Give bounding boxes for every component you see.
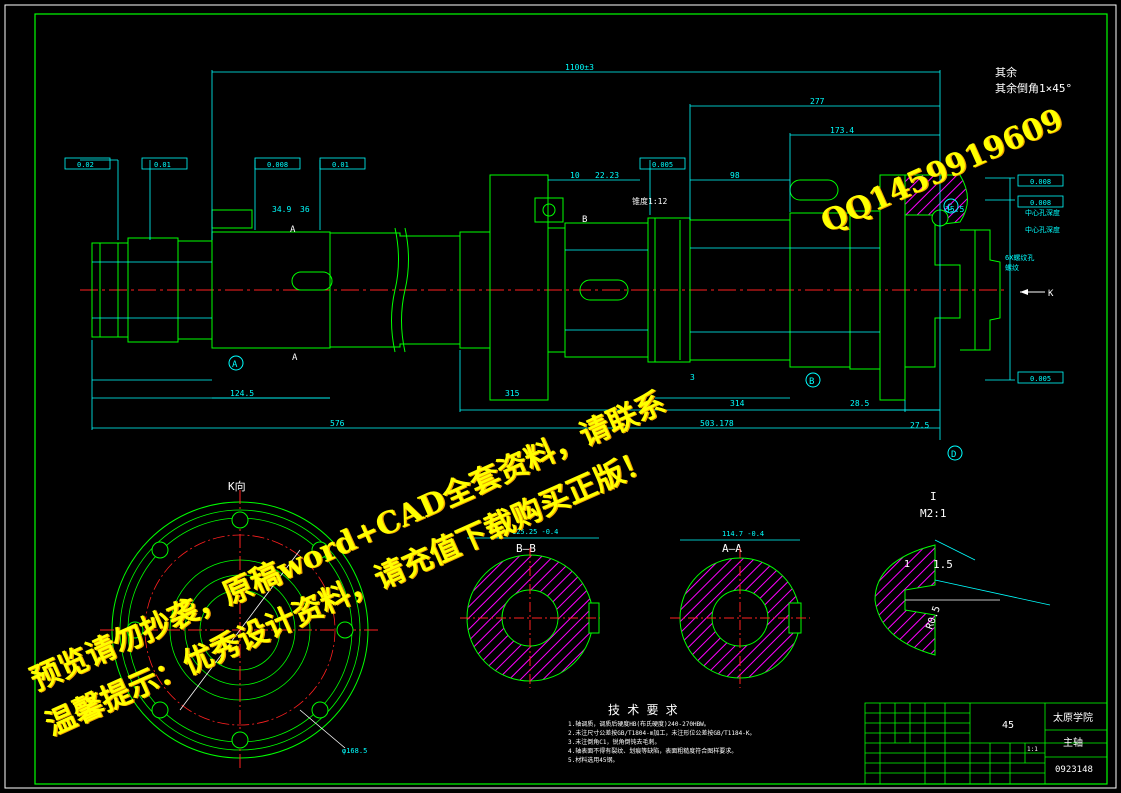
tech-line-3: 3.未注倒角C1，锐角倒钝去毛刺。 bbox=[568, 738, 660, 746]
tech-line-1: 1.轴调质，调质后硬度HB(布氏硬度)240-270HBW。 bbox=[568, 720, 710, 728]
tech-line-2: 2.未注尺寸公差按GB/T1804-m加工，未注形位公差按GB/T1184-K。 bbox=[568, 729, 755, 737]
detail-dim-1: 1 bbox=[904, 559, 910, 570]
cut-markers: B A A K 锥度1:12 其余 其余倒角1×45° bbox=[290, 65, 1072, 363]
dim-285: 28.5 bbox=[850, 399, 869, 408]
surface-note-1: 其余 bbox=[995, 65, 1017, 79]
dim-173: 173.4 bbox=[830, 126, 854, 135]
datum-d-circle bbox=[947, 445, 963, 461]
detail-dim-r05: R0.5 bbox=[924, 605, 943, 631]
tol-text-4: 0.01 bbox=[332, 161, 349, 169]
dim-277: 277 bbox=[810, 97, 825, 106]
dim-10: 10 bbox=[570, 171, 580, 180]
bb-section: B—B 125.25 -0.4 bbox=[460, 528, 600, 688]
dim-124: 124.5 bbox=[230, 389, 254, 398]
dim-503: 503.178 bbox=[700, 419, 734, 428]
tol-text-7: 0.008 bbox=[1030, 199, 1051, 207]
dim-3: 3 bbox=[690, 373, 695, 382]
note-3: 6X螺纹孔 bbox=[1005, 253, 1034, 262]
aa-section: A—A 114.7 -0.4 bbox=[670, 530, 810, 688]
dim-35: 35.5 bbox=[945, 205, 964, 214]
k-arrow-label: K bbox=[1048, 289, 1054, 299]
shaft-main-view bbox=[80, 174, 1005, 401]
surface-note-2: 其余倒角1×45° bbox=[995, 81, 1072, 95]
dim-314: 314 bbox=[730, 399, 745, 408]
detail-dim-15: 1.5 bbox=[933, 558, 953, 571]
k-view-dim: φ168.5 bbox=[342, 747, 367, 755]
dim-27: 27.5 bbox=[910, 421, 929, 430]
datum-b-circle bbox=[805, 372, 821, 388]
tol-text-5: 0.005 bbox=[652, 161, 673, 169]
datum-d: D bbox=[951, 450, 956, 460]
tech-requirements: 技 术 要 求 1.轴调质，调质后硬度HB(布氏硬度)240-270HBW。 2… bbox=[568, 703, 755, 764]
detail-i: I M2:1 1.5 R0.5 1 bbox=[874, 490, 1051, 656]
bb-dim: 125.25 -0.4 bbox=[512, 528, 558, 536]
dim-overall: 1100±3 bbox=[565, 63, 594, 72]
tolerance-frames bbox=[64, 157, 1064, 384]
dim-36: 36 bbox=[300, 205, 310, 214]
title-school: 太原学院 bbox=[1053, 711, 1093, 724]
cut-b-label: B bbox=[582, 215, 587, 225]
tol-text-3: 0.008 bbox=[267, 161, 288, 169]
tol-text-8: 0.005 bbox=[1030, 375, 1051, 383]
dim-576: 576 bbox=[330, 419, 345, 428]
tol-text-6: 0.008 bbox=[1030, 178, 1051, 186]
dim-2223: 22.23 bbox=[595, 171, 619, 180]
tol-text-1: 0.02 bbox=[77, 161, 94, 169]
title-drawing-no: 0923148 bbox=[1055, 765, 1093, 775]
k-view-title: K向 bbox=[228, 479, 246, 493]
outer-frame bbox=[4, 4, 1117, 789]
taper-label: 锥度1:12 bbox=[632, 196, 667, 206]
aa-dim: 114.7 -0.4 bbox=[722, 530, 764, 538]
datum-c-circle bbox=[943, 198, 959, 214]
tech-line-4: 4.轴表面不得有裂纹、划痕等缺陷，表面粗糙度符合图样要求。 bbox=[568, 747, 737, 755]
dimension-lines bbox=[80, 70, 1015, 440]
dim-349: 34.9 bbox=[272, 205, 291, 214]
tol-text-2: 0.01 bbox=[154, 161, 171, 169]
k-view: K向 φ168.5 bbox=[100, 479, 380, 770]
tech-line-5: 5.材料选用45钢。 bbox=[568, 756, 618, 764]
aa-title: A—A bbox=[722, 542, 742, 555]
inner-frame bbox=[34, 13, 1108, 785]
datum-b: B bbox=[809, 377, 814, 387]
tech-title: 技 术 要 求 bbox=[608, 703, 678, 717]
cut-a-label-top: A bbox=[290, 225, 296, 235]
dimension-texts: 1100±3 277 173.4 10 22.23 98 34.9 36 35.… bbox=[230, 63, 964, 430]
note-4: 螺纹 bbox=[1005, 263, 1019, 272]
dim-98: 98 bbox=[730, 171, 740, 180]
title-material: 45 bbox=[1002, 720, 1014, 731]
title-part: 主轴 bbox=[1063, 736, 1083, 749]
title-scale: 1:1 bbox=[1027, 746, 1038, 753]
note-2: 中心孔深度 bbox=[1025, 225, 1060, 234]
cut-a-label-bottom: A bbox=[292, 353, 298, 363]
dim-315: 315 bbox=[505, 389, 520, 398]
title-block bbox=[864, 702, 1108, 785]
note-1: 中心孔深度 bbox=[1025, 208, 1060, 217]
datum-a-circle bbox=[228, 355, 244, 371]
bb-title: B—B bbox=[516, 542, 536, 555]
detail-scale: M2:1 bbox=[920, 507, 947, 520]
datum-a: A bbox=[232, 360, 238, 370]
detail-label: I bbox=[930, 490, 937, 503]
datum-c: C bbox=[947, 203, 952, 213]
